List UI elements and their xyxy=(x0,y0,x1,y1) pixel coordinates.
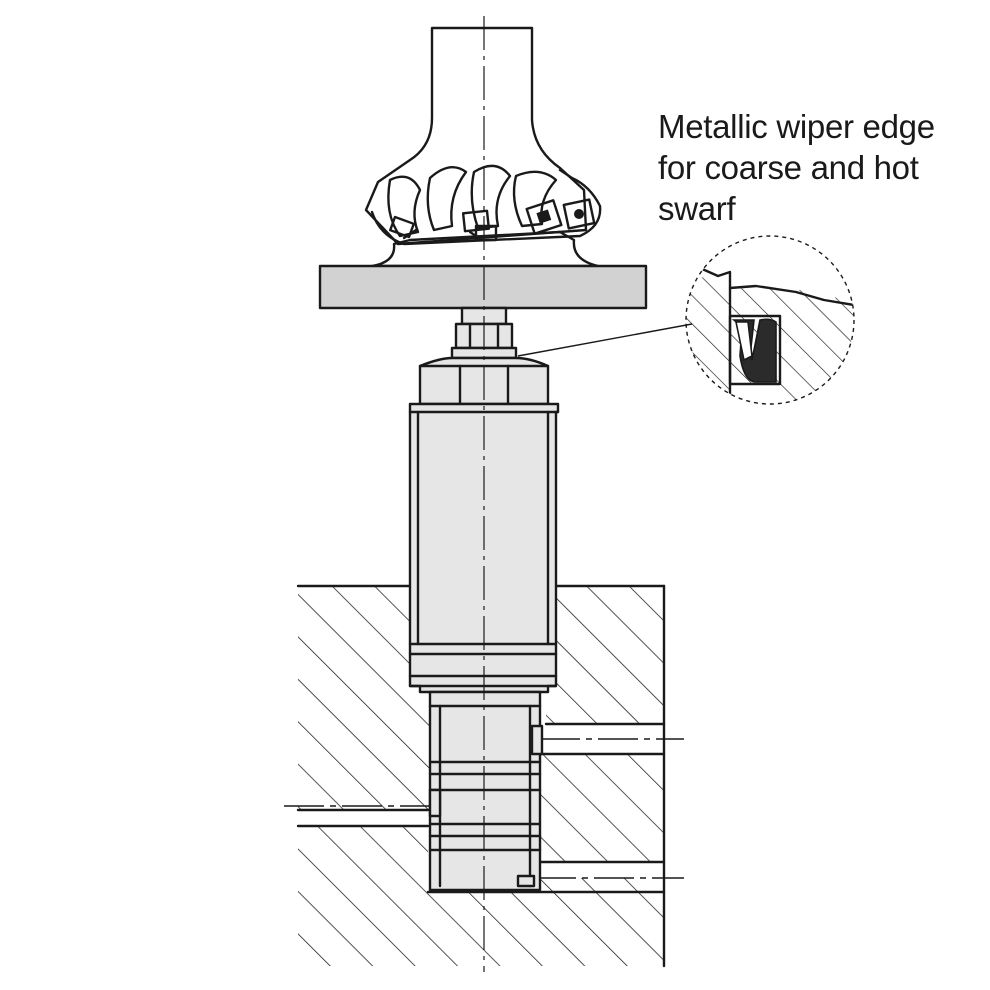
callout-line-2: for coarse and hot xyxy=(658,149,919,186)
piston-spool xyxy=(428,690,544,892)
callout-line-1: Metallic wiper edge xyxy=(658,108,935,145)
callout-text: Metallic wiper edge for coarse and hot s… xyxy=(658,106,978,229)
wiper-seal xyxy=(731,318,777,383)
detail-leader-line xyxy=(517,323,693,357)
milling-cutter xyxy=(364,26,602,268)
workpiece-right-mid-hatch xyxy=(540,754,664,862)
workpiece-left-hatch xyxy=(298,586,410,810)
workpiece-block xyxy=(284,584,684,968)
callout-line-3: swarf xyxy=(658,190,736,227)
workpiece-bottom-hatch xyxy=(428,878,664,966)
clamping-plate xyxy=(318,264,648,310)
detail-circle-outline xyxy=(685,235,855,405)
workpiece-left-lower-hatch xyxy=(298,826,428,966)
detail-circle xyxy=(685,235,855,405)
workpiece-right-hatch xyxy=(546,586,664,724)
